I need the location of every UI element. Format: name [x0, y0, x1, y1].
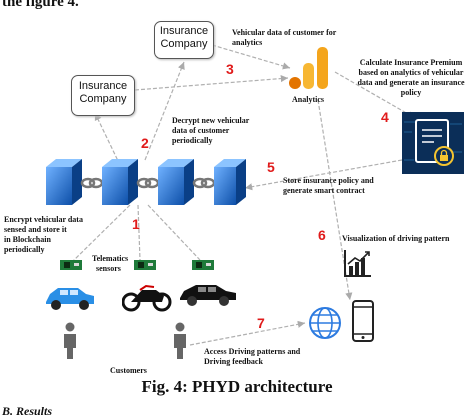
- chain-link-icon: [192, 177, 216, 189]
- annotation-access: Access Driving patterns and Driving feed…: [204, 347, 300, 367]
- car-icon: [46, 288, 94, 310]
- annotation-store-line2: generate smart contract: [283, 186, 365, 195]
- annotation-vehicular-data: Vehicular data of customer for analytics: [232, 28, 336, 48]
- growth-chart-icon: [344, 250, 371, 277]
- annotation-encrypt-line4: periodically: [4, 245, 45, 254]
- line-chain-to-sensor-2: [137, 204, 141, 261]
- annotation-visualization: Visualization of driving pattern: [342, 234, 450, 243]
- insurance-company-top-line2: Company: [160, 38, 208, 50]
- annotation-calculate: Calculate Insurance Premium based on ana…: [352, 58, 470, 98]
- annotation-decrypt-line3: periodically: [172, 136, 213, 145]
- step-1: 1: [132, 216, 140, 232]
- step-3: 3: [226, 61, 234, 77]
- annotation-telematics-line1: Telematics: [92, 254, 129, 263]
- step-5: 5: [267, 159, 275, 175]
- arrow-insurance-left-to-analytics: [134, 74, 289, 91]
- insurance-company-top-node: Insurance Company: [154, 21, 214, 59]
- annotation-telematics-line2: sensors: [96, 264, 121, 273]
- arrow-policy-to-blockchain: [244, 159, 403, 191]
- step-6: 6: [318, 227, 326, 243]
- annotation-decrypt-line1: Decrypt new vehicular: [172, 116, 250, 125]
- arrow-chain-to-insurance-top: [144, 61, 185, 161]
- annotation-decrypt: Decrypt new vehicular data of customer p…: [172, 116, 249, 146]
- annotation-encrypt-line2: sensed and store it: [4, 225, 67, 234]
- analytics-chart-icon: [289, 47, 328, 89]
- policy-document-icon: [402, 112, 464, 174]
- annotation-vehicular-data-line1: Vehicular data of customer for: [232, 28, 337, 37]
- annotation-encrypt-line3: in Blockchain: [4, 235, 51, 244]
- annotation-vehicular-data-line2: analytics: [232, 38, 263, 47]
- line-chain-to-sensor-3: [147, 204, 201, 261]
- telematics-sensor-icon: [60, 260, 82, 270]
- annotation-telematics: Telematics sensors: [92, 254, 128, 274]
- annotation-calculate-line4: policy: [400, 88, 422, 97]
- annotation-calculate-line1: Calculate Insurance Premium: [359, 58, 463, 67]
- blockchain: [46, 159, 246, 205]
- arrow-chain-to-insurance-left: [94, 112, 121, 166]
- annotation-store-line1: Store insurance policy and: [283, 176, 374, 185]
- blockchain-cube-icon: [214, 159, 246, 205]
- annotation-encrypt-line1: Encrypt vehicular data: [4, 215, 83, 224]
- analytics-label: Analytics: [292, 95, 324, 104]
- insurance-company-left-node: Insurance Company: [71, 75, 135, 116]
- annotation-decrypt-line2: data of customer: [172, 126, 230, 135]
- step-4: 4: [381, 109, 389, 125]
- customer-person-icon: [64, 322, 76, 359]
- motorbike-icon: [122, 284, 172, 312]
- customer-person-icon: [174, 322, 186, 359]
- line-chain-to-sensor-1: [71, 204, 131, 263]
- arrow-analytics-to-policy: [334, 71, 416, 119]
- car-icon: [180, 285, 236, 306]
- blockchain-cube-icon: [46, 159, 82, 205]
- annotation-customers: Customers: [110, 366, 147, 375]
- step-2: 2: [141, 135, 149, 151]
- chain-link-icon: [136, 177, 160, 189]
- insurance-company-left-line1: Insurance: [78, 80, 128, 92]
- figure-caption: Fig. 4: PHYD architecture: [141, 377, 333, 396]
- blockchain-cube-icon: [102, 159, 138, 205]
- chain-link-icon: [80, 177, 104, 189]
- insurance-company-top-line1: Insurance: [159, 25, 209, 37]
- blockchain-cube-icon: [158, 159, 194, 205]
- annotation-access-line2: Driving feedback: [204, 357, 263, 366]
- arrow-customer-to-web: [189, 320, 306, 346]
- step-7: 7: [257, 315, 265, 331]
- header-fragment: the figure 4.: [2, 0, 79, 10]
- annotation-encrypt: Encrypt vehicular data sensed and store …: [4, 215, 83, 255]
- annotation-calculate-line3: data and generate an insurance: [357, 78, 465, 87]
- insurance-company-left-line2: Company: [79, 93, 127, 105]
- annotation-calculate-line2: based on analytics of vehicular: [358, 68, 464, 77]
- smartphone-icon: [352, 300, 374, 342]
- telematics-sensor-icon: [192, 260, 214, 270]
- footer-fragment: B. Results: [2, 404, 53, 418]
- arrow-insurance-top-to-analytics: [211, 44, 291, 70]
- annotation-access-line1: Access Driving patterns and: [204, 347, 301, 356]
- globe-icon: [309, 307, 341, 339]
- telematics-sensor-icon: [134, 260, 156, 270]
- annotation-store: Store insurance policy and generate smar…: [283, 176, 374, 196]
